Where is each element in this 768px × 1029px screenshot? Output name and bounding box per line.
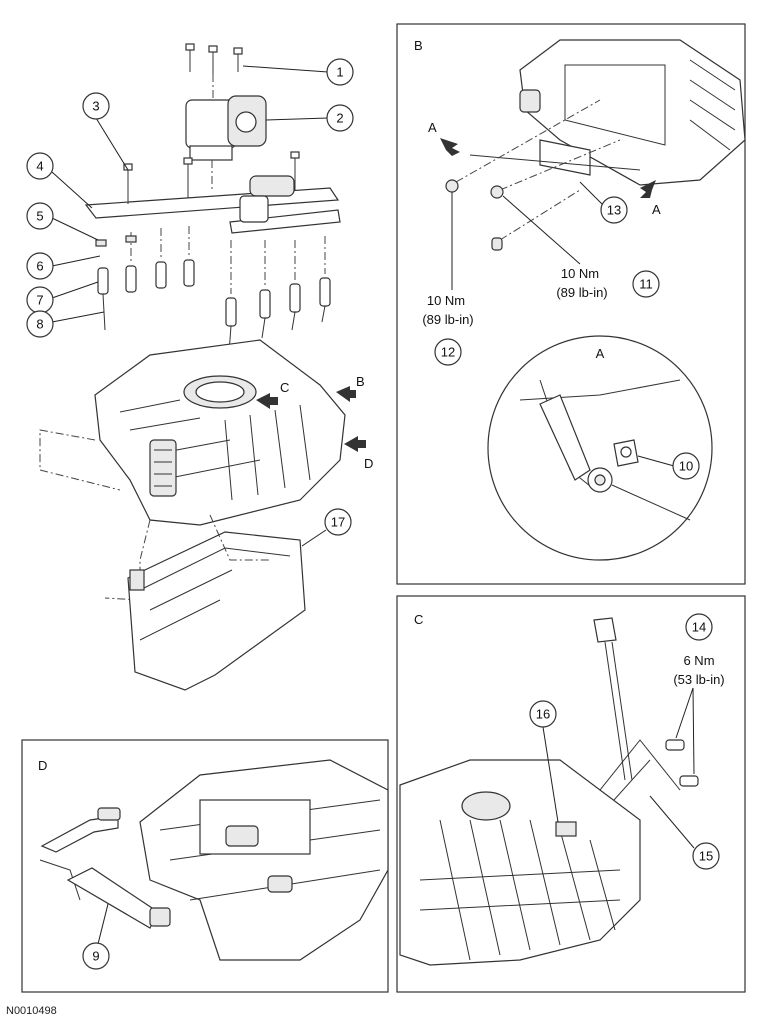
svg-text:7: 7	[36, 293, 43, 308]
svg-text:A: A	[428, 120, 437, 135]
callout-16: 16	[529, 700, 559, 823]
svg-text:10 Nm: 10 Nm	[427, 293, 465, 308]
main-exploded-view: B C D	[39, 43, 373, 691]
svg-text:8: 8	[36, 317, 43, 332]
view-arrow-a-right: A	[640, 180, 661, 217]
detail-a: A	[487, 335, 713, 561]
svg-text:10: 10	[679, 459, 693, 474]
svg-text:(89 lb-in): (89 lb-in)	[422, 312, 473, 327]
callout-14: 14	[685, 613, 713, 641]
callout-5: 5	[26, 202, 99, 241]
fuel-rail	[84, 151, 341, 234]
svg-text:5: 5	[36, 209, 43, 224]
view-arrow-a-left: A	[428, 120, 460, 156]
svg-text:4: 4	[36, 159, 43, 174]
torque-spec-14: 6 Nm (53 lb-in)	[673, 653, 724, 687]
figure-code: N0010498	[6, 1005, 57, 1017]
callout-1: 1	[242, 58, 354, 86]
svg-text:16: 16	[536, 707, 550, 722]
view-arrow-b: B	[336, 374, 365, 402]
svg-text:10 Nm: 10 Nm	[561, 266, 599, 281]
callout-6: 6	[26, 252, 101, 280]
view-arrow-c: C	[256, 380, 289, 409]
svg-text:12: 12	[441, 345, 455, 360]
svg-text:9: 9	[92, 949, 99, 964]
svg-text:C: C	[280, 380, 289, 395]
svg-text:6: 6	[36, 259, 43, 274]
throttle-body	[185, 95, 267, 190]
svg-text:D: D	[364, 456, 373, 471]
svg-text:A: A	[652, 202, 661, 217]
svg-text:2: 2	[336, 111, 343, 126]
callout-10: 10	[637, 452, 700, 480]
svg-text:B: B	[414, 38, 423, 53]
svg-text:14: 14	[692, 620, 706, 635]
lower-intake-manifold	[127, 514, 306, 691]
callout-7: 7	[26, 281, 99, 314]
callout-4: 4	[26, 152, 93, 209]
throttle-body-bolts	[185, 43, 243, 100]
svg-text:11: 11	[639, 277, 653, 292]
svg-text:D: D	[38, 758, 47, 773]
bolts-14	[665, 687, 699, 787]
svg-text:13: 13	[607, 203, 621, 218]
torque-spec-12: 10 Nm (89 lb-in)	[422, 192, 474, 327]
svg-text:(89 lb-in): (89 lb-in)	[556, 285, 607, 300]
panel-d: D	[21, 739, 389, 993]
upper-intake-manifold	[39, 339, 346, 601]
svg-text:B: B	[356, 374, 365, 389]
svg-text:A: A	[596, 346, 605, 361]
main-callouts: 1 2 3 4 5 6 7 8 17	[26, 58, 354, 547]
callout-17: 17	[301, 508, 352, 547]
callout-3: 3	[82, 92, 129, 171]
view-arrow-d: D	[344, 436, 373, 471]
callout-9: 9	[82, 903, 110, 970]
callout-15: 15	[649, 795, 720, 870]
callout-13: 13	[579, 181, 628, 224]
callout-12: 12	[434, 338, 462, 366]
svg-text:15: 15	[699, 849, 713, 864]
callout-8: 8	[26, 310, 105, 338]
panel-b: B A A 10 Nm (89 lb-in) 11	[396, 23, 746, 585]
callout-2: 2	[265, 104, 354, 132]
svg-text:6 Nm: 6 Nm	[683, 653, 714, 668]
svg-text:(53 lb-in): (53 lb-in)	[673, 672, 724, 687]
torque-spec-11: 10 Nm (89 lb-in)	[502, 195, 608, 300]
svg-text:17: 17	[331, 515, 345, 530]
callout-11: 11	[632, 270, 660, 298]
panel-c: C 14 6 Nm (53 lb-in) 15 16	[396, 595, 746, 993]
svg-text:3: 3	[92, 99, 99, 114]
svg-text:C: C	[414, 612, 423, 627]
svg-text:1: 1	[336, 65, 343, 80]
